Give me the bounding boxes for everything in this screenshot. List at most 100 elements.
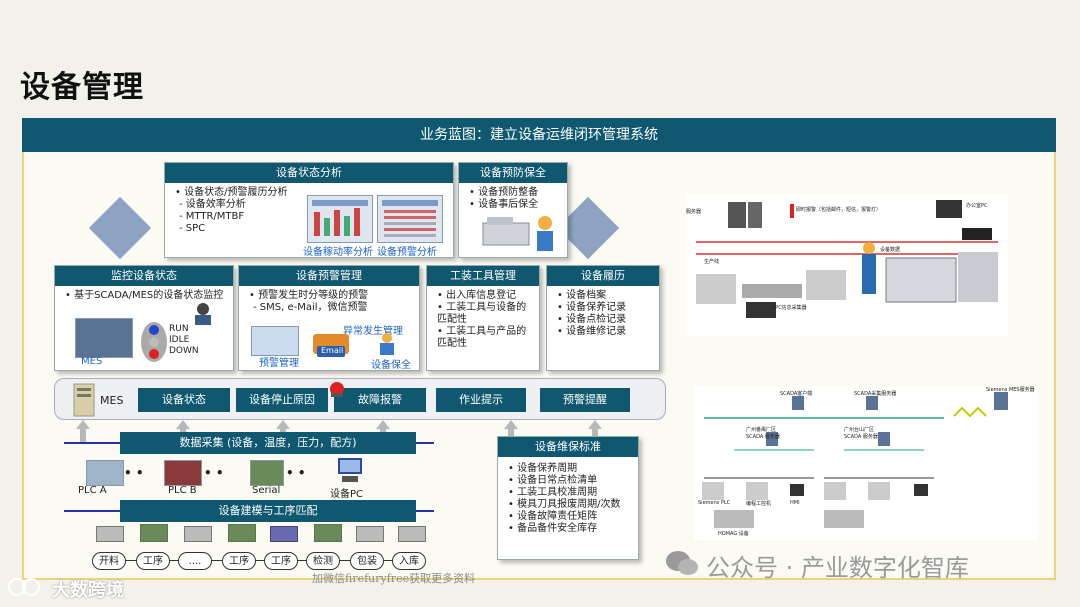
- mes-button-fault-alarm[interactable]: 故障报警: [334, 388, 426, 412]
- device-label: PLC A: [78, 485, 107, 496]
- factory-label: 办公室PC: [966, 202, 988, 209]
- scada-label: SCADA客户端: [780, 390, 812, 397]
- mes-button-stop-reason[interactable]: 设备停止原因: [236, 388, 328, 412]
- alert-mgmt-box: 设备预警管理 预警发生时分等级的预警 - SMS, e-Mail，微信预警 异常…: [238, 265, 420, 371]
- state-indicator: RUN IDLE DOWN: [139, 320, 209, 364]
- history-item: 设备维修记录: [557, 326, 653, 338]
- table-chart-icon: [378, 196, 442, 242]
- preventive-item: 设备预防整备: [469, 187, 561, 199]
- mes-button-work-prompt[interactable]: 作业提示: [436, 388, 526, 412]
- mes-screen-icon: [75, 318, 133, 358]
- alert-mgmt-header: 设备预警管理: [239, 266, 419, 286]
- scada-label: 广州台山厂区 SCADA 服务器: [844, 426, 884, 440]
- factory-line-icon: [686, 194, 1008, 336]
- history-item: 设备点检记录: [557, 314, 653, 326]
- tooling-item: 工装工具与产品的匹配性: [437, 326, 533, 350]
- traffic-light-icon: [139, 320, 169, 364]
- data-collection-bar: 数据采集 (设备，温度，压力，配方): [120, 432, 416, 454]
- scada-topology: SCADA客户端 SCADA采集服务器 Siemens MES服务器 广州番禺厂…: [694, 386, 1038, 540]
- factory-label: 服务器: [686, 208, 701, 215]
- plc-b-icon: [164, 460, 202, 486]
- watermark-center: 加微信firefuryfree获取更多资料: [312, 570, 475, 586]
- standard-item: 设备日常点检清单: [508, 475, 632, 487]
- ellipsis-icon: • •: [204, 466, 224, 480]
- alert-mgmt-item: 预警发生时分等级的预警: [249, 290, 413, 302]
- process-step: 检测: [306, 552, 340, 570]
- scada-label: SCADA采集服务器: [854, 390, 896, 397]
- tooling-item: 出入库信息登记: [437, 290, 533, 302]
- pc-icon: [334, 456, 366, 484]
- ellipsis-icon: • •: [124, 466, 144, 480]
- factory-label: 生产线: [704, 258, 719, 265]
- state-idle: IDLE: [169, 335, 199, 346]
- monitor-item: 基于SCADA/MES的设备状态监控: [65, 290, 227, 302]
- standard-box: 设备维保标准 设备保养周期 设备日常点检清单 工装工具校准周期 模具刀具报废周期…: [497, 436, 639, 560]
- utilization-chart-thumb: [307, 195, 373, 243]
- history-header: 设备履历: [547, 266, 659, 286]
- arrow-up-icon: [76, 420, 90, 443]
- page-title: 设备管理: [20, 62, 144, 106]
- tooling-header: 工装工具管理: [427, 266, 539, 286]
- machine-icon: [356, 526, 384, 542]
- maintenance-worker-icon: [479, 213, 563, 255]
- preventive-item: 设备事后保全: [469, 199, 561, 211]
- watermark-left: 大数跨境: [52, 576, 124, 602]
- tooling-box: 工装工具管理 出入库信息登记 工装工具与设备的匹配性 工装工具与产品的匹配性: [426, 265, 540, 371]
- scada-label: HMI: [790, 500, 800, 506]
- alert-chart-label: 设备预警分析: [377, 243, 437, 258]
- factory-label: SPC信息采集器: [772, 304, 807, 311]
- serial-device-icon: [250, 460, 284, 486]
- machine-icon: [96, 526, 124, 542]
- status-analysis-box: 设备状态分析 设备状态/预警履历分析 - 设备效率分析 - MTTR/MTBF …: [164, 162, 454, 258]
- standard-item: 模具刀具报废周期/次数: [508, 499, 632, 511]
- mes-label: MES: [81, 356, 102, 367]
- network-topology-icon: [694, 386, 1038, 540]
- process-step: 工序: [222, 552, 256, 570]
- scada-label: Siemens MES服务器: [986, 386, 1035, 393]
- machine-icon: [140, 524, 168, 542]
- standard-header: 设备维保标准: [498, 437, 638, 457]
- process-step: 工序: [136, 552, 170, 570]
- preventive-box: 设备预防保全 设备预防整备 设备事后保全: [458, 162, 568, 258]
- standard-item: 备品备件安全库存: [508, 523, 632, 535]
- brand-logo-icon: [6, 576, 50, 598]
- machine-icon: [398, 526, 426, 542]
- standard-item: 设备保养周期: [508, 463, 632, 475]
- mes-bar-label: MES: [100, 394, 123, 407]
- banner-title: 业务蓝图：建立设备运维闭环管理系统: [22, 118, 1056, 152]
- process-step: 工序: [264, 552, 298, 570]
- email-label: Email: [321, 346, 343, 355]
- machine-icon: [228, 524, 256, 542]
- scada-label: 编程工控机: [746, 500, 771, 507]
- device-label: Serial: [252, 485, 280, 496]
- scada-label: 广州番禺厂区 SCADA 服务器: [746, 426, 786, 440]
- alert-chart-thumb: [377, 195, 443, 243]
- mes-button-warning-reminder[interactable]: 预警提醒: [540, 388, 630, 412]
- standard-item: 工装工具校准周期: [508, 487, 632, 499]
- process-step: 开料: [92, 552, 126, 570]
- watermark-right: 公众号 · 产业数字化智库: [706, 548, 969, 583]
- state-down: DOWN: [169, 346, 199, 357]
- machine-icon: [270, 526, 298, 542]
- machine-icon: [314, 524, 342, 542]
- mes-button-status[interactable]: 设备状态: [138, 388, 230, 412]
- history-item: 设备档案: [557, 290, 653, 302]
- flow-label-alert: 预警管理: [259, 354, 299, 369]
- monitor-box: 监控设备状态 基于SCADA/MES的设备状态监控 MES RUN IDLE D…: [54, 265, 234, 371]
- tooling-item: 工装工具与设备的匹配性: [437, 302, 533, 326]
- process-step: 包装: [350, 552, 384, 570]
- technician-icon: [377, 332, 397, 356]
- process-step: 入库: [392, 552, 426, 570]
- factory-label: 即时报警（包括邮件，短信，报警灯）: [796, 206, 881, 213]
- status-analysis-header: 设备状态分析: [165, 163, 453, 183]
- device-label: PLC B: [168, 485, 197, 496]
- alarm-light-icon: [328, 380, 346, 398]
- wechat-icon: [664, 548, 700, 578]
- operator-icon: [191, 302, 215, 326]
- server-icon: [70, 382, 98, 418]
- history-item: 设备保养记录: [557, 302, 653, 314]
- bar-chart-icon: [308, 196, 372, 242]
- scada-label: Siemens PLC: [698, 500, 730, 506]
- alert-screen-icon: [251, 326, 299, 356]
- modeling-bar: 设备建模与工序匹配: [120, 500, 416, 522]
